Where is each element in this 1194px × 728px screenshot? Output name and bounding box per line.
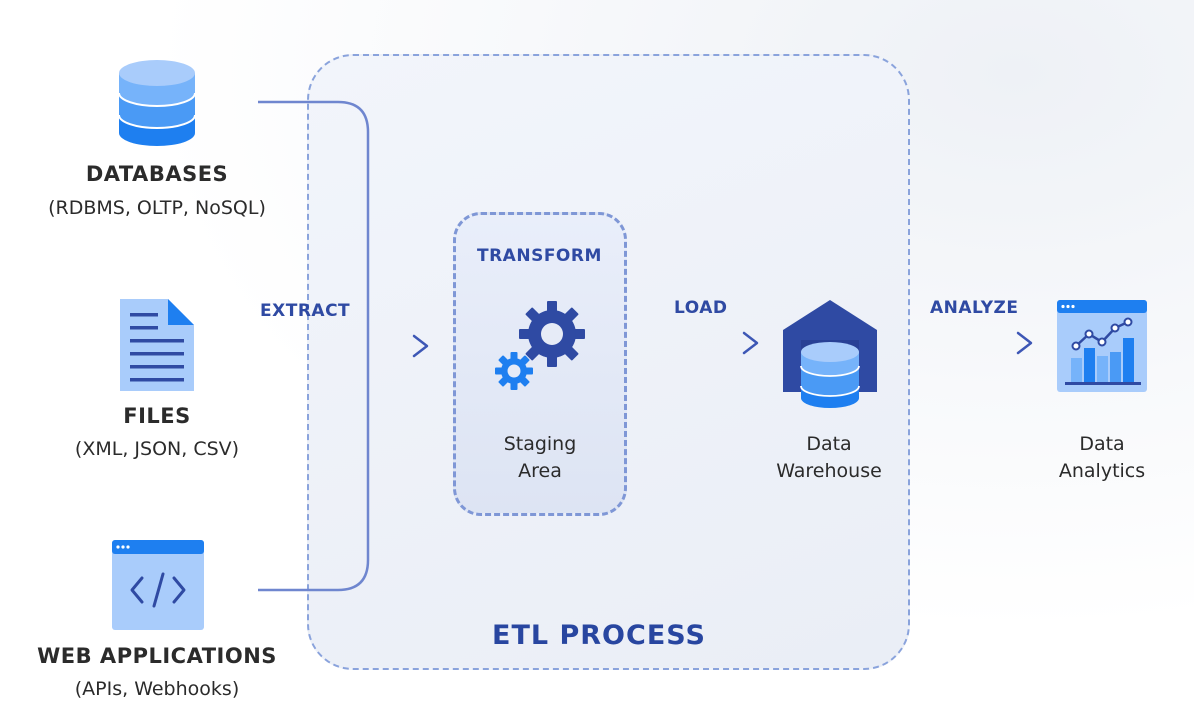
code-window-icon	[112, 540, 204, 630]
gears-icon	[495, 301, 585, 390]
etl-process-title: ETL PROCESS	[492, 620, 706, 651]
data-analytics-line2: Analytics	[1058, 460, 1146, 482]
web-applications-subtitle: (APIs, Webhooks)	[74, 678, 240, 700]
files-title: FILES	[123, 404, 191, 428]
staging-area-label: Staging Area	[440, 431, 640, 485]
data-warehouse-line2: Warehouse	[776, 460, 882, 482]
staging-area-line1: Staging	[503, 433, 577, 455]
transform-label: TRANSFORM	[477, 246, 602, 266]
data-warehouse-line1: Data	[806, 433, 852, 455]
warehouse-icon	[783, 300, 877, 408]
web-applications-title: WEB APPLICATIONS	[37, 644, 277, 668]
staging-area-container	[453, 212, 627, 516]
files-subtitle: (XML, JSON, CSV)	[74, 438, 240, 460]
extract-label: EXTRACT	[260, 301, 351, 321]
data-warehouse-label: Data Warehouse	[729, 431, 929, 485]
databases-subtitle: (RDBMS, OLTP, NoSQL)	[48, 197, 266, 219]
document-icon	[120, 299, 194, 391]
data-analytics-line1: Data	[1079, 433, 1125, 455]
databases-title: DATABASES	[85, 162, 229, 186]
analyze-label: ANALYZE	[930, 298, 1019, 318]
load-label: LOAD	[674, 298, 728, 318]
analytics-dashboard-icon	[1057, 300, 1147, 392]
database-icon	[118, 60, 196, 146]
data-analytics-label: Data Analytics	[1002, 431, 1194, 485]
staging-area-line2: Area	[518, 460, 562, 482]
